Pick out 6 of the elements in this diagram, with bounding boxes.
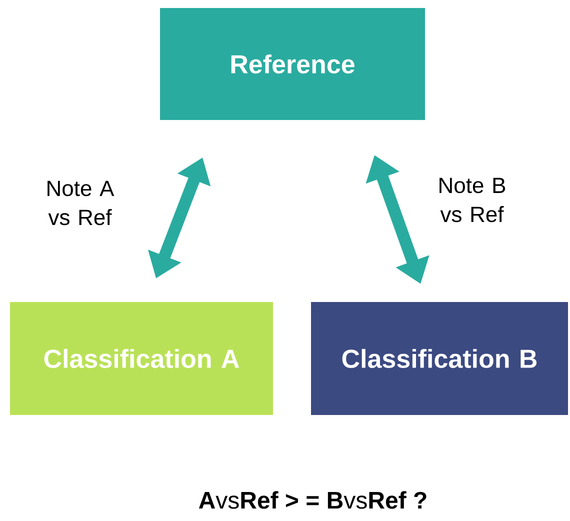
reference-box: Reference	[160, 8, 425, 120]
classification-box: Classification B	[311, 302, 568, 415]
comparison-text: AvsRef > = BvsRef ?	[198, 491, 426, 509]
classification-box: Classification A	[10, 302, 273, 415]
edge-label: Note A vs Ref	[48, 180, 114, 226]
edge-label: Note B vs Ref	[440, 178, 506, 222]
